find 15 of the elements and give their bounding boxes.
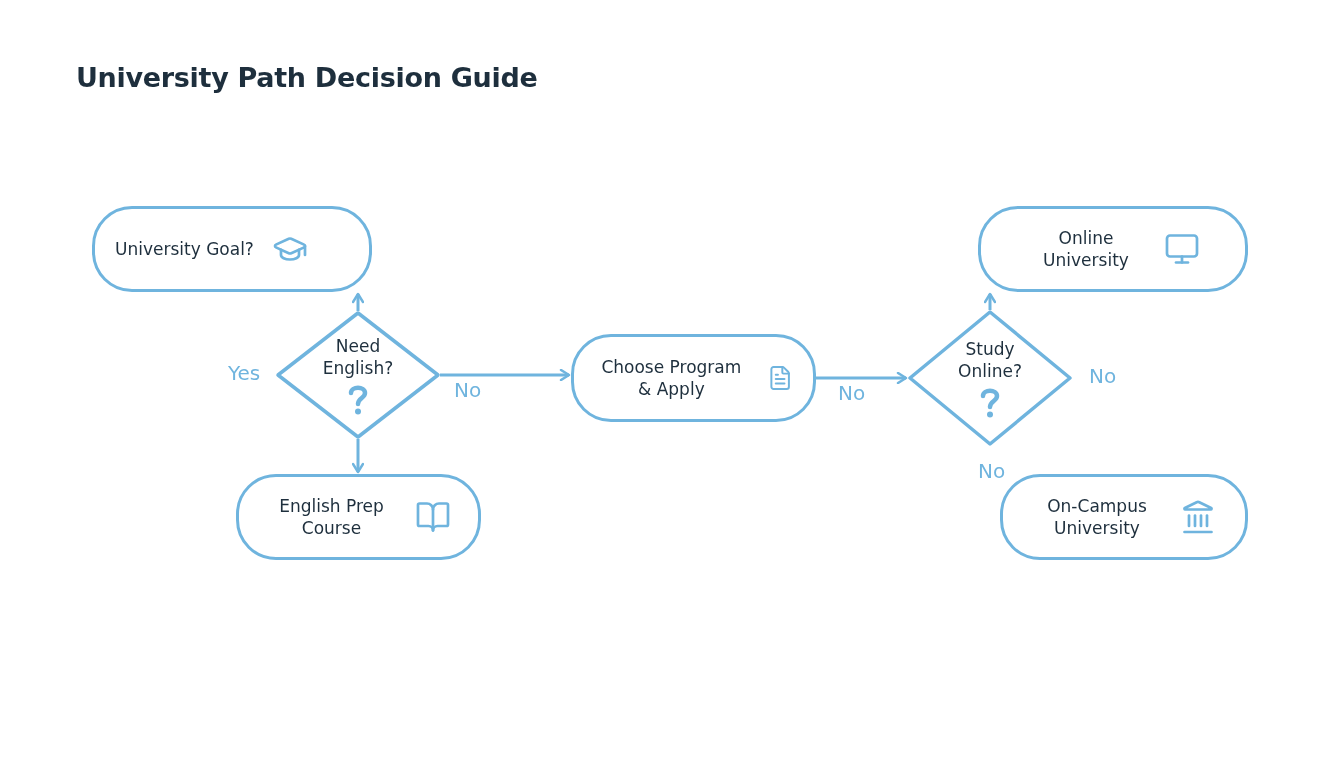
arrow xyxy=(440,368,571,382)
arrow xyxy=(816,371,908,385)
node-text: Choose Program & Apply xyxy=(600,355,743,401)
decision-diamond xyxy=(276,311,440,439)
node-text: Online University xyxy=(1042,226,1130,272)
node-text: University Goal? xyxy=(115,237,254,261)
diagram-title: University Path Decision Guide xyxy=(76,62,538,93)
decision-diamond xyxy=(908,310,1072,446)
arrow xyxy=(983,292,997,310)
node-text: Study Online? xyxy=(957,337,1023,383)
node-text: On-Campus University xyxy=(1046,494,1148,540)
node-text: English Prep Course xyxy=(278,494,385,540)
arrow xyxy=(351,439,365,474)
node-text: Need English? xyxy=(321,334,395,380)
arrow xyxy=(351,292,365,311)
